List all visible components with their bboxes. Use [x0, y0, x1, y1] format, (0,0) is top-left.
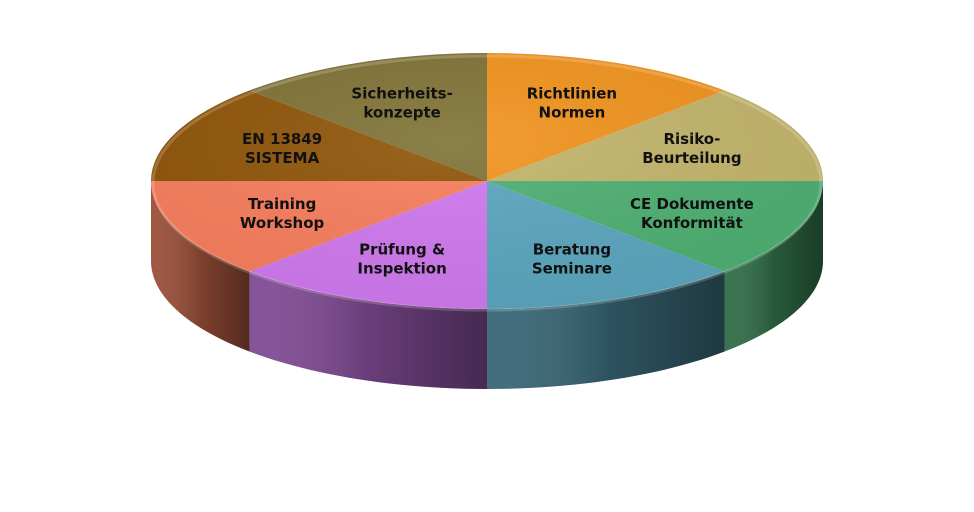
pie-slice-label-line: Sicherheits- [351, 85, 452, 103]
pie-slice-label-line: Seminare [532, 260, 612, 278]
pie-slice-label-line: Beratung [533, 241, 611, 259]
pie-slice-label-line: Workshop [240, 214, 325, 232]
pie-top-sheen [151, 53, 823, 309]
pie-slice-label-7: Sicherheits-konzepte [351, 85, 452, 122]
pie-slice-label-line: Risiko- [663, 130, 720, 148]
pie-slice-label-line: Normen [539, 104, 606, 122]
pie-slice-side-shade-2 [724, 181, 823, 352]
pie-rim-highlight [151, 54, 823, 312]
pie-slice-label-4: Prüfung &Inspektion [357, 241, 446, 278]
pie-slice-label-line: Konformität [641, 214, 743, 232]
pie-slice-side-shade-4 [249, 271, 487, 389]
pie-slice-side-shade-5 [151, 181, 250, 352]
pie-slice-label-line: Richtlinien [527, 85, 617, 103]
pie-slice-label-line: Beurteilung [642, 149, 741, 167]
pie-slice-label-line: EN 13849 [242, 130, 322, 148]
pie-slice-label-line: SISTEMA [245, 149, 320, 167]
pie-slice-side-shade-3 [487, 271, 725, 389]
pie-slice-label-line: konzepte [363, 104, 441, 122]
pie-slice-label-line: Prüfung & [359, 241, 445, 259]
pie-slice-label-1: Risiko-Beurteilung [642, 130, 741, 167]
pie-slice-label-line: Inspektion [357, 260, 446, 278]
pie-slice-label-line: Training [248, 195, 316, 213]
pie-slice-label-line: CE Dokumente [630, 195, 754, 213]
